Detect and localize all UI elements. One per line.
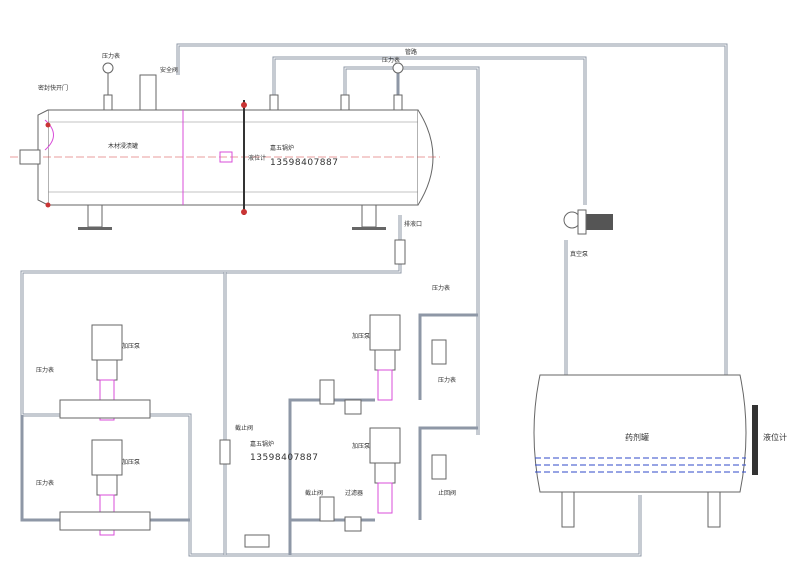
label-stop-valve: 截止阀 xyxy=(305,489,323,497)
label-pipe: 管路 xyxy=(405,48,417,56)
label-vacuum-pump: 真空泵 xyxy=(570,250,588,258)
label-safety-valve: 安全阀 xyxy=(160,66,178,74)
label-storage-tank: 药剂罐 xyxy=(625,432,649,442)
pressure-gauge-top xyxy=(392,62,404,74)
label-check-valve: 止回阀 xyxy=(438,489,456,497)
label-quick-open-door: 密封快开门 xyxy=(38,84,68,92)
label-level-gauge: 液位计 xyxy=(763,432,787,442)
pump-unit-right-bottom xyxy=(369,427,401,514)
label-level-gauge-tank: 液位计 xyxy=(248,154,266,162)
label-pressure-gauge-5: 压力表 xyxy=(438,376,456,384)
label-pressure-gauge-6: 压力表 xyxy=(36,479,54,487)
label-discharge-port: 排液口 xyxy=(404,220,422,228)
label-pressure-gauge-4: 压力表 xyxy=(36,366,54,374)
label-pressurize-pump-3: 加压泵 xyxy=(352,442,370,450)
label-filter: 过滤器 xyxy=(345,489,363,497)
label-company-2: 嘉五锅炉 xyxy=(250,440,274,448)
label-phone-1: 13598407887 xyxy=(270,158,339,168)
label-pressure-gauge-2: 压力表 xyxy=(382,56,400,64)
valve-set xyxy=(219,239,447,548)
impregnation-tank xyxy=(10,74,440,230)
label-wood-tank: 木材浸渍罐 xyxy=(108,142,138,150)
label-pressurize-pump-1: 加压泵 xyxy=(352,332,370,340)
label-pressure-gauge-3: 压力表 xyxy=(432,284,450,292)
vacuum-pump xyxy=(563,209,613,235)
pressure-gauge-tank xyxy=(102,62,114,95)
label-pressurize-pump-4: 加压泵 xyxy=(122,458,140,466)
label-pressure-gauge-1: 压力表 xyxy=(102,52,120,60)
pump-unit-right-top xyxy=(369,314,401,401)
label-company-1: 嘉五锅炉 xyxy=(270,144,294,152)
label-phone-2: 13598407887 xyxy=(250,453,319,463)
label-pressurize-pump-2: 加压泵 xyxy=(122,342,140,350)
label-valve-middle: 截止阀 xyxy=(235,424,253,432)
storage-tank xyxy=(533,374,758,528)
pump-unit-left-top xyxy=(59,324,151,421)
pump-unit-left-bottom xyxy=(59,439,151,536)
